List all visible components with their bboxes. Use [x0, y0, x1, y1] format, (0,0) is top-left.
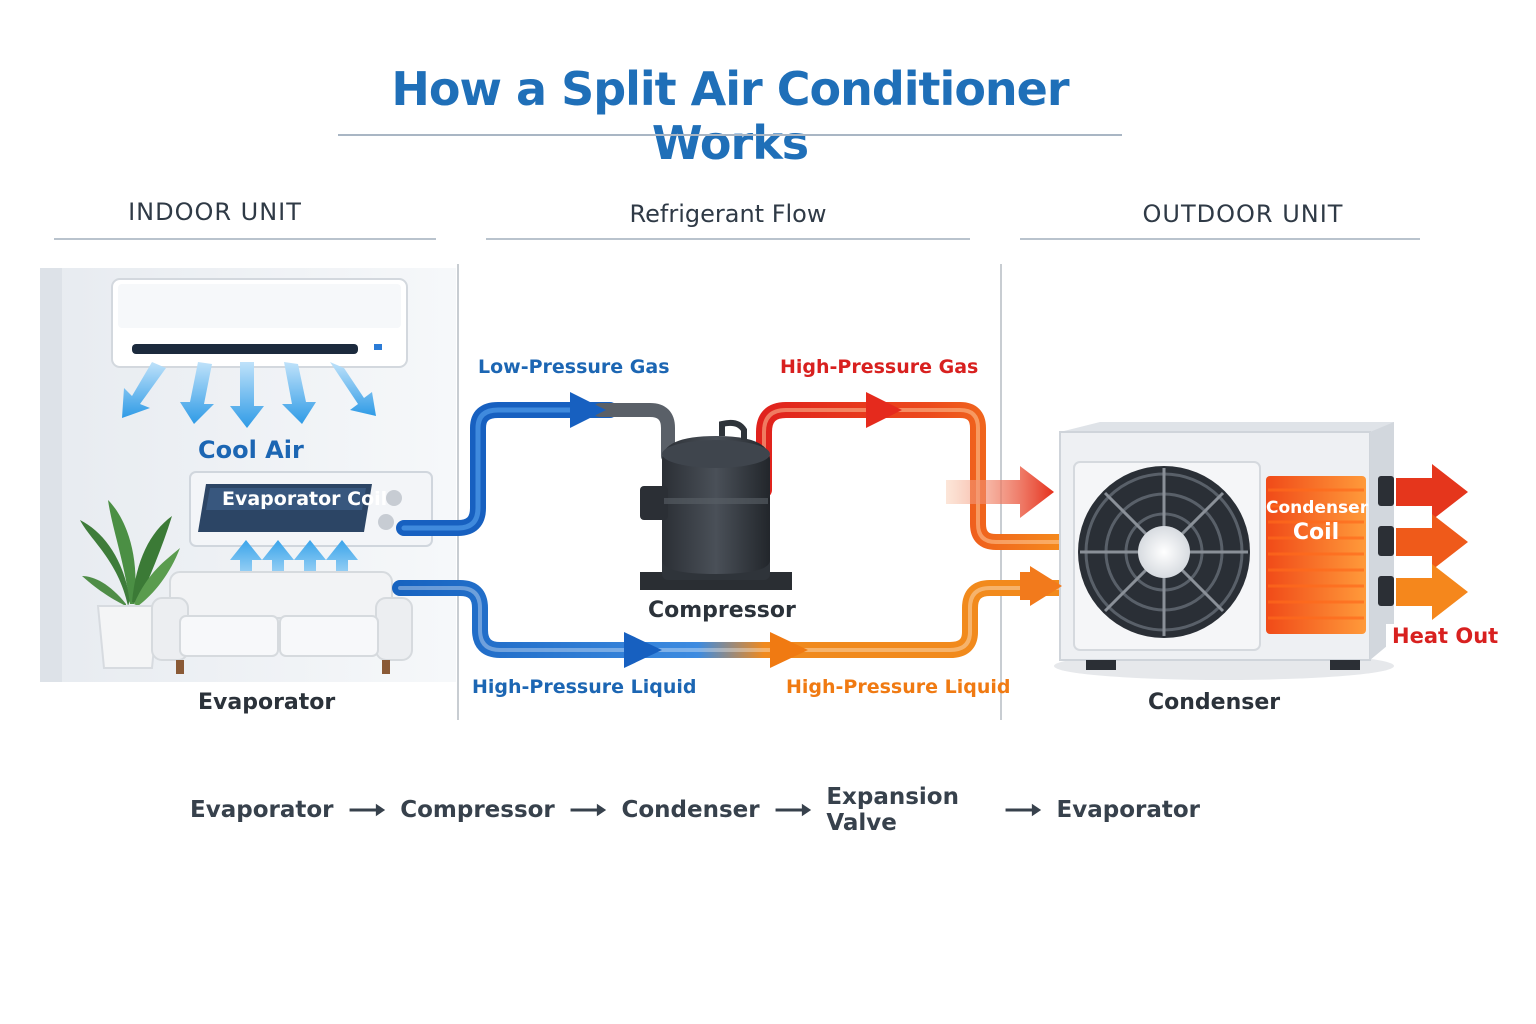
plant — [80, 500, 180, 669]
return-air-arrows — [230, 540, 358, 596]
outdoor-fan — [1078, 466, 1250, 638]
condenser-coil-label-line1: Condenser — [1266, 498, 1369, 518]
cool-air-label: Cool Air — [198, 436, 304, 464]
flow-arrowheads — [570, 392, 902, 668]
right-arrow-icon — [570, 803, 606, 817]
indoor-heading-rule — [54, 238, 436, 240]
outdoor-unit-graphic — [1054, 422, 1394, 680]
right-arrow-icon — [775, 803, 811, 817]
hp-liquid-right-label: High-Pressure Liquid — [786, 676, 1011, 698]
heat-out-arrows — [1396, 464, 1468, 620]
sofa — [151, 571, 413, 674]
compressor-graphic — [640, 419, 792, 590]
cycle-step-expansion-valve: Expansion Valve — [826, 784, 959, 836]
cycle-step-compressor: Compressor — [400, 797, 555, 823]
indoor-ac-unit — [111, 278, 408, 368]
indoor-divider — [457, 264, 459, 720]
outdoor-heading-rule — [1020, 238, 1420, 240]
cycle-step-evaporator-return: Evaporator — [1056, 797, 1201, 823]
right-arrow-icon — [1005, 803, 1041, 817]
heat-out-label: Heat Out — [1386, 624, 1505, 648]
low-pressure-gas-label: Low-Pressure Gas — [478, 356, 670, 378]
page-title: How a Split Air Conditioner Works — [391, 62, 1069, 170]
title-underline — [338, 134, 1122, 136]
hp-liquid-left-label: High-Pressure Liquid — [472, 676, 697, 698]
condenser-caption: Condenser — [1148, 690, 1281, 715]
evaporator-coil — [189, 471, 433, 547]
refrigeration-cycle-sequence: Evaporator Compressor Condenser Expansio… — [190, 784, 1201, 836]
indoor-room — [40, 268, 456, 682]
indoor-unit-heading: INDOOR UNIT — [128, 198, 302, 226]
flow-heading-rule — [486, 238, 970, 240]
condenser-coil-label-line2: Coil — [1292, 520, 1340, 545]
cycle-step-evaporator: Evaporator — [190, 797, 334, 823]
high-pressure-gas-label: High-Pressure Gas — [780, 356, 979, 378]
refrigerant-pipes — [392, 402, 1070, 658]
heat-in-arrows — [946, 466, 1062, 606]
right-arrow-icon — [349, 803, 385, 817]
compressor-label: Compressor — [648, 598, 796, 623]
condenser-coil — [1266, 476, 1366, 634]
evaporator-caption: Evaporator — [198, 690, 336, 715]
cycle-step-condenser: Condenser — [621, 797, 760, 823]
outdoor-unit-heading: OUTDOOR UNIT — [1142, 200, 1344, 228]
refrigerant-flow-heading: Refrigerant Flow — [629, 200, 827, 228]
cool-air-arrows — [122, 362, 376, 428]
evaporator-coil-label: Evaporator Coil — [222, 488, 388, 510]
